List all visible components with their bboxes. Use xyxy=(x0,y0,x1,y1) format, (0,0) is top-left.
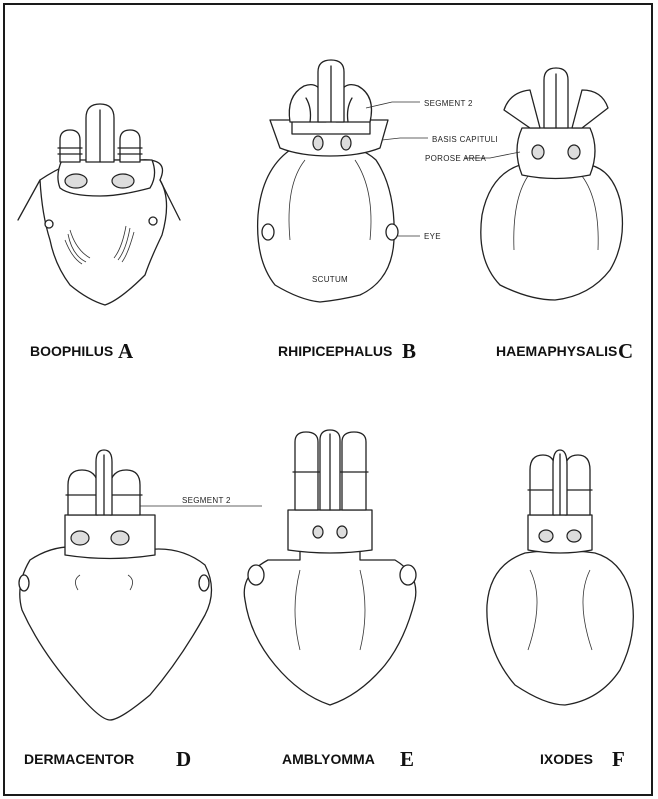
ixodes-drawing xyxy=(487,450,633,705)
boophilus-drawing xyxy=(18,104,180,305)
genus-label-f: IXODES xyxy=(540,751,593,767)
segment-2-label-bottom: SEGMENT 2 xyxy=(182,496,231,505)
rhipicephalus-drawing: SCUTUM SEGMENT 2 BASIS CAPITULI EYE xyxy=(258,60,498,302)
segment-2-label: SEGMENT 2 xyxy=(424,99,473,108)
eye-label: EYE xyxy=(424,232,441,241)
panel-letter-e: E xyxy=(400,747,414,771)
panel-letter-f: F xyxy=(612,747,625,771)
amblyomma-drawing xyxy=(244,430,416,705)
panel-letter-c: C xyxy=(618,339,633,363)
panel-letter-d: D xyxy=(176,747,191,771)
panel-letter-b: B xyxy=(402,339,416,363)
genus-label-d: DERMACENTOR xyxy=(24,751,134,767)
porose-area-label: POROSE AREA xyxy=(425,154,486,163)
scutum-label: SCUTUM xyxy=(312,275,348,284)
basis-capituli-label: BASIS CAPITULI xyxy=(432,135,498,144)
genus-label-b: RHIPICEPHALUS xyxy=(278,343,392,359)
genus-label-e: AMBLYOMMA xyxy=(282,751,375,767)
genus-label-c: HAEMAPHYSALIS xyxy=(496,343,617,359)
genus-label-a: BOOPHILUS xyxy=(30,343,113,359)
dermacentor-drawing: SEGMENT 2 xyxy=(19,450,262,720)
panel-letter-a: A xyxy=(118,339,134,363)
